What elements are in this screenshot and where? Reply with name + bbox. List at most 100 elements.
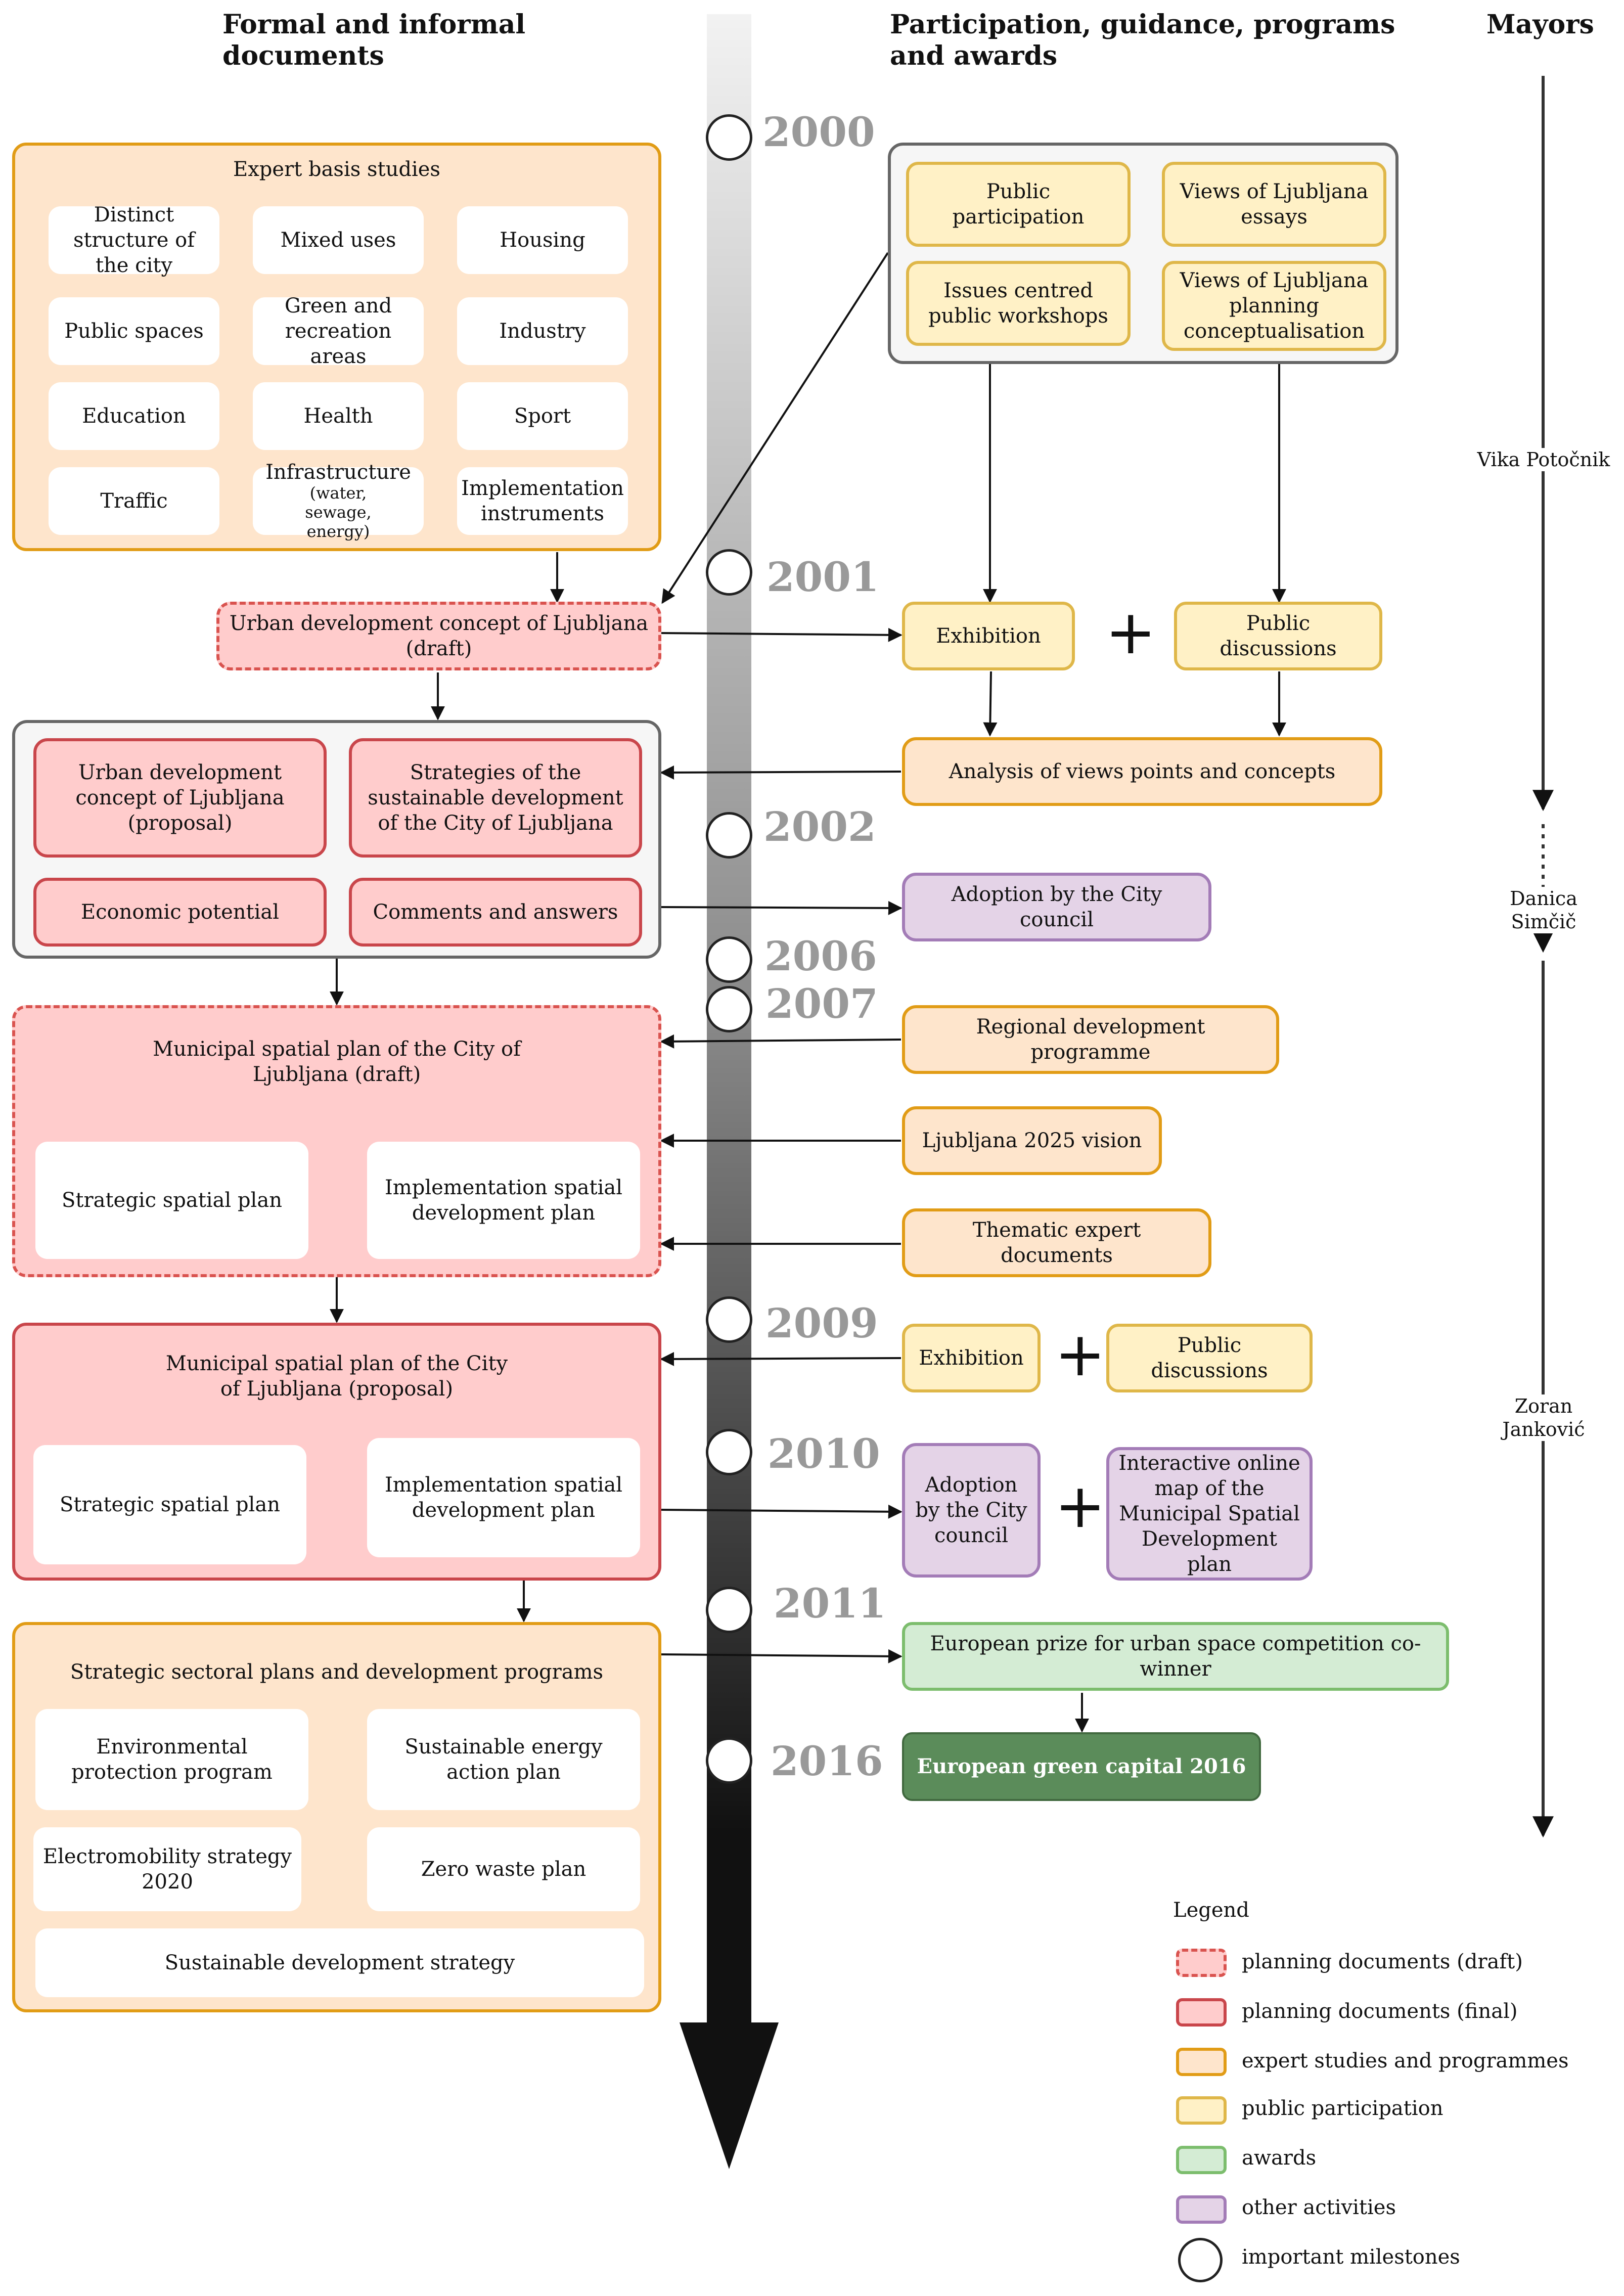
concept-proposal: Urban development concept of Ljubljana (… [33,738,327,858]
zero-waste-plan: Zero waste plan [367,1827,640,1911]
legend-swatch-public [1176,2096,1227,2125]
year-label: 2016 [771,1737,883,1785]
milestone-circle [706,549,752,596]
year-label: 2001 [766,553,879,601]
legend-title: Legend [1173,1899,1249,1922]
legend-label-final: planning documents (final) [1242,2000,1518,2023]
legend-swatch-final [1176,1998,1227,2027]
milestone-circle [706,1429,752,1475]
interactive-online-map: Interactive online map of the Municipal … [1106,1447,1313,1581]
study-health: Health [253,382,424,450]
views-planning: Views of Ljubljana planning conceptualis… [1162,261,1386,351]
msp-proposal-group: Municipal spatial plan of the City of Lj… [12,1323,661,1581]
legend-label-draft: planning documents (draft) [1242,1950,1523,1973]
header-middle: Participation, guidance, programs and aw… [890,9,1395,71]
milestone-circle [706,1296,752,1343]
msp-proposal-implementation: Implementation spatial development plan [367,1438,640,1557]
milestone-circle [706,1587,752,1633]
study-mixed-uses: Mixed uses [253,206,424,274]
expert-basis-title: Expert basis studies [233,158,440,181]
study-education: Education [49,382,219,450]
header-right: Mayors [1486,9,1594,40]
public-workshops: Issues centred public workshops [906,261,1131,346]
legend-label-other: other activities [1242,2196,1396,2219]
study-traffic: Traffic [49,467,219,535]
milestone-circle [706,1737,752,1784]
legend-swatch-milestone [1178,2238,1223,2282]
regional-programme: Regional development programme [902,1005,1279,1074]
proposal-group: Urban development concept of Ljubljana (… [12,720,661,959]
public-discussions-2009: Public discussions [1106,1324,1313,1392]
study-public-spaces: Public spaces [49,297,219,365]
msp-draft-strategic: Strategic spatial plan [35,1142,308,1259]
environmental-program: Environmental protection program [35,1709,308,1810]
year-label: 2002 [763,803,876,850]
participation-group: Public participation Views of Ljubljana … [888,143,1399,364]
msp-proposal-strategic: Strategic spatial plan [33,1445,306,1564]
expert-basis-studies-group: Expert basis studies Distinct structure … [12,143,661,551]
views-essays: Views of Ljubljana essays [1162,162,1386,247]
connector-arrows [330,252,1286,1733]
year-label: 2010 [768,1430,880,1477]
msp-draft-title: Municipal spatial plan of the City of Lj… [153,1038,521,1086]
milestone-circle [706,812,752,859]
legend: Legend planning documents (draft) planni… [1173,1891,1608,2295]
sectoral-plans-group: Strategic sectoral plans and development… [12,1622,661,2012]
msp-proposal-title: Municipal spatial plan of the City of Lj… [165,1352,508,1401]
legend-label-awards: awards [1242,2146,1317,2170]
header-left: Formal and informal documents [222,9,526,71]
study-housing: Housing [457,206,628,274]
study-green-areas: Green and recreation areas [253,294,424,368]
study-distinct-structure: Distinct structure of the city [49,203,219,277]
study-infrastructure-detail: (water, sewage, energy) [305,483,372,541]
study-sport: Sport [457,382,628,450]
adoption-city-council-2002: Adoption by the City council [902,873,1211,941]
legend-swatch-draft [1176,1949,1227,1977]
study-implementation: Implementation instruments [457,467,628,535]
legend-swatch-expert [1176,2048,1227,2076]
mayor-vika-potocnik: Vika Potočnik [1474,448,1613,471]
concept-draft: Urban development concept of Ljubljana (… [216,602,661,670]
ljubljana-vision: Ljubljana 2025 vision [902,1106,1162,1175]
plus-sign: + [1055,1471,1106,1542]
thematic-documents: Thematic expert documents [902,1208,1211,1277]
year-label: 2009 [765,1299,878,1347]
analysis-views: Analysis of views points and concepts [902,737,1382,806]
msp-draft-implementation: Implementation spatial development plan [367,1142,640,1259]
sectoral-title: Strategic sectoral plans and development… [70,1660,604,1684]
adoption-city-council-2010: Adoption by the City council [902,1443,1041,1578]
milestone-circle [706,936,752,983]
year-label: 2007 [765,980,878,1027]
study-industry: Industry [457,297,628,365]
comments-answers: Comments and answers [349,878,642,947]
sustainable-strategies: Strategies of the sustainable developmen… [349,738,642,858]
mayor-danica-simcic: Danica Simčič [1480,887,1607,933]
public-participation: Public participation [906,162,1131,247]
study-infrastructure: Infrastructure (water, sewage, energy) [253,461,424,541]
year-label: 2000 [762,108,875,156]
european-prize: European prize for urban space competiti… [902,1622,1449,1691]
msp-draft-group: Municipal spatial plan of the City of Lj… [12,1005,661,1277]
year-label: 2011 [774,1580,886,1627]
plus-sign: + [1055,1320,1106,1390]
legend-swatch-other [1176,2195,1227,2224]
milestone-circle [706,986,752,1032]
sustainable-development-strategy: Sustainable development strategy [35,1928,644,1997]
electromobility-strategy: Electromobility strategy 2020 [33,1827,301,1911]
legend-label-expert: expert studies and programmes [1242,2049,1569,2073]
legend-swatch-awards [1176,2146,1227,2174]
legend-label-milestone: important milestones [1242,2245,1460,2269]
legend-label-public: public participation [1242,2097,1443,2120]
exhibition-2009: Exhibition [902,1324,1041,1392]
plus-sign: + [1105,598,1156,668]
economic-potential: Economic potential [33,878,327,947]
exhibition-2001: Exhibition [902,602,1075,670]
energy-action-plan: Sustainable energy action plan [367,1709,640,1810]
public-discussions-2001: Public discussions [1174,602,1382,670]
study-infrastructure-label: Infrastructure [265,461,411,484]
year-label: 2006 [764,932,877,980]
mayor-zoran-jankovic: Zoran Janković [1474,1394,1613,1441]
european-green-capital: European green capital 2016 [902,1732,1261,1801]
timeline-arrowhead [680,2022,779,2169]
milestone-circle [706,114,752,161]
